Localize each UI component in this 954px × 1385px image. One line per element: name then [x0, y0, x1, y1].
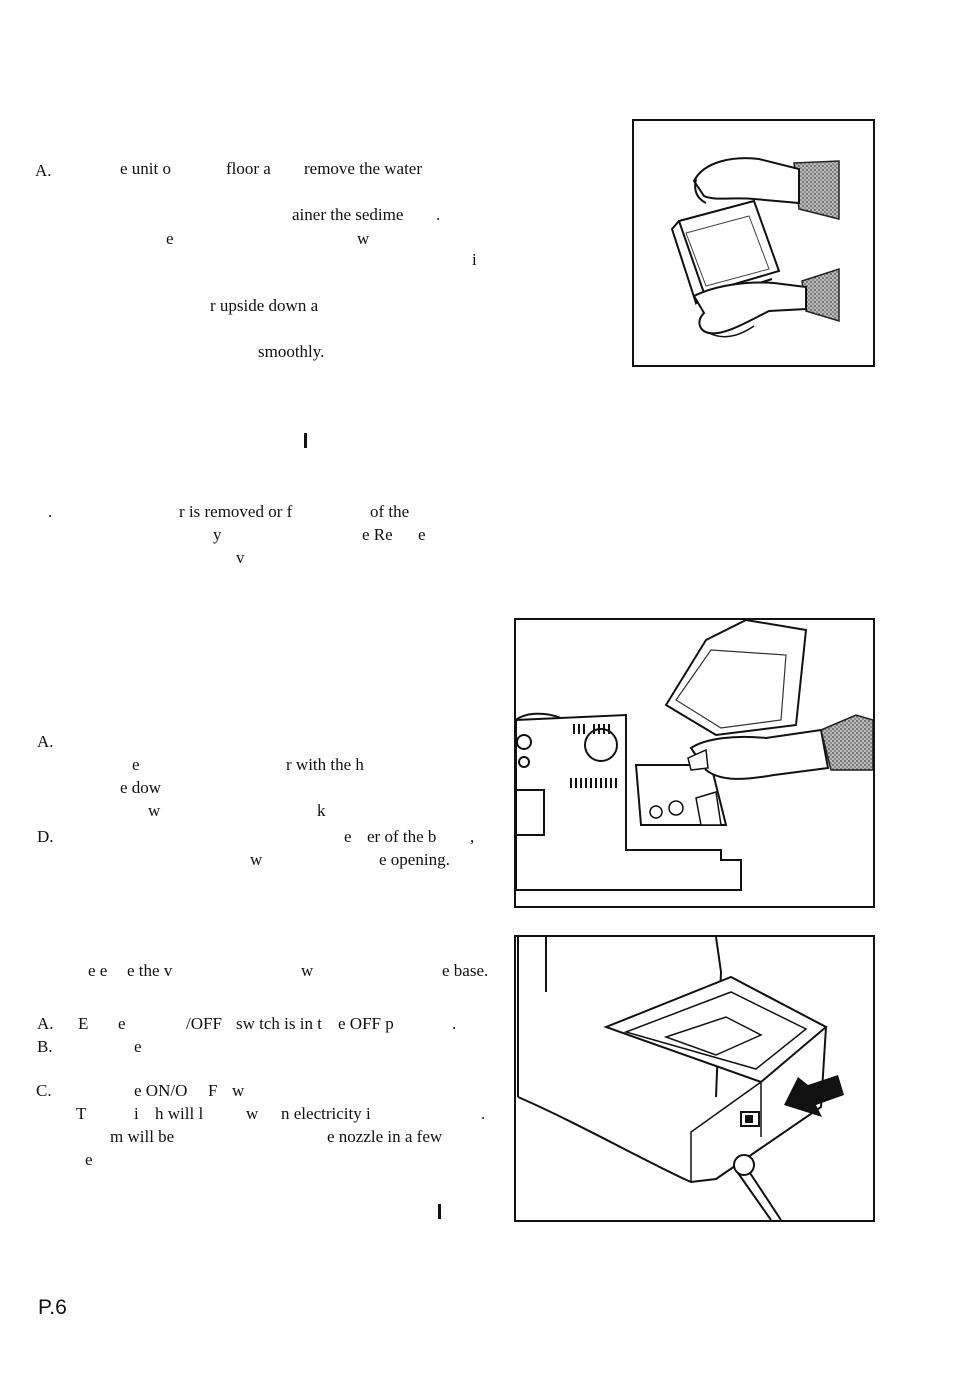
text-fragment: F: [208, 1081, 218, 1100]
step-label: A.: [35, 161, 52, 180]
text-fragment: w: [357, 229, 370, 248]
text-fragment: of the: [370, 502, 410, 521]
text-fragment: ,: [470, 827, 475, 846]
text-fragment: smoothly.: [258, 342, 325, 361]
figure-water-tank-hands: [632, 119, 875, 367]
text-fragment: v: [236, 548, 245, 567]
text-fragment: e: [134, 1037, 142, 1056]
text-fragment: e e: [88, 961, 108, 980]
text-fragment: e base.: [442, 961, 489, 980]
text-fragment: e opening.: [379, 850, 450, 869]
text-fragment: e: [118, 1014, 126, 1033]
step-label: A.: [37, 732, 54, 751]
text-fragment: e nozzle in a few: [327, 1127, 443, 1146]
text-fragment: /OFF: [186, 1014, 222, 1033]
text-fragment: ainer the sedime: [292, 205, 404, 224]
figure-tank-removal: [514, 618, 875, 908]
text-fragment: T: [76, 1104, 87, 1123]
text-fragment: n electricity i: [281, 1104, 371, 1123]
text-fragment: e the v: [127, 961, 173, 980]
text-fragment: y: [213, 525, 222, 544]
water-tank-held-in-hands-illustration-icon: [670, 157, 840, 338]
text-fragment: i: [134, 1104, 139, 1123]
text-fragment: e dow: [120, 778, 162, 797]
text-fragment: e OFF p: [338, 1014, 394, 1033]
text-fragment: .: [452, 1014, 457, 1033]
text-fragment: e unit o: [120, 159, 171, 178]
text-fragment: remove the water: [304, 159, 422, 178]
step-label: C.: [36, 1081, 52, 1100]
text-fragment: floor a: [226, 159, 271, 178]
text-fragment: k: [317, 801, 326, 820]
text-fragment: r is removed or f: [179, 502, 293, 521]
text-fragment: .: [436, 205, 441, 224]
water-tank-removal-from-unit-illustration-icon: [516, 620, 873, 891]
step-label: A.: [37, 1014, 54, 1033]
step-label: D.: [37, 827, 54, 846]
base-with-switch-and-arrow-illustration-icon: [517, 937, 844, 1220]
text-fragment: w: [250, 850, 263, 869]
text-fragment: r upside down a: [210, 296, 319, 315]
text-fragment: sw tch is in t: [236, 1014, 322, 1033]
text-fragment: w: [246, 1104, 259, 1123]
text-fragment: e: [344, 827, 352, 846]
text-fragment: r with the h: [286, 755, 364, 774]
figure-base-switch: [514, 935, 875, 1222]
vertical-mark: [304, 433, 307, 448]
text-fragment: w: [148, 801, 161, 820]
text-fragment: e: [85, 1150, 93, 1169]
text-fragment: e ON/O: [134, 1081, 188, 1100]
text-fragment: .: [481, 1104, 486, 1123]
text-fragment: .: [48, 502, 53, 521]
text-fragment: h will l: [155, 1104, 204, 1123]
step-label: B.: [37, 1037, 53, 1056]
text-fragment: i: [472, 250, 477, 269]
vertical-mark: [438, 1204, 441, 1219]
text-fragment: w: [232, 1081, 245, 1100]
text-fragment: w: [301, 961, 314, 980]
text-fragment: er of the b: [367, 827, 437, 846]
text-fragment: e: [132, 755, 140, 774]
text-fragment: m will be: [110, 1127, 175, 1146]
text-fragment: e Re: [362, 525, 393, 544]
page-number: P.6: [38, 1296, 67, 1319]
text-fragment: e: [418, 525, 426, 544]
text-fragment: E: [78, 1014, 89, 1033]
text-fragment: e: [166, 229, 174, 248]
